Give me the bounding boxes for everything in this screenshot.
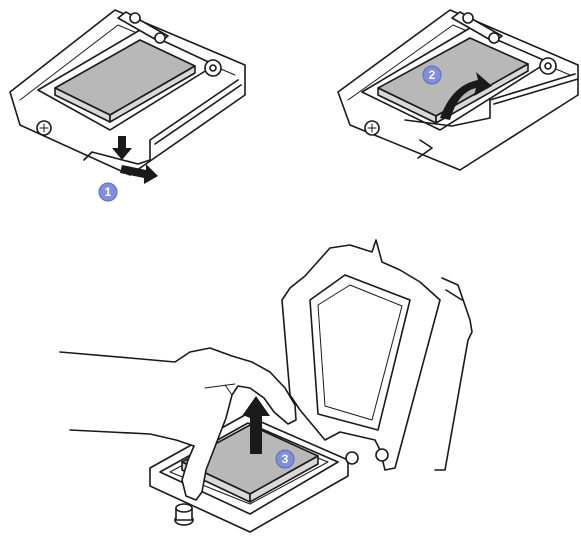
panel-step-1: 1: [10, 10, 245, 201]
step-1-badge: 1: [99, 183, 117, 201]
panel-step-2: 2: [338, 10, 578, 170]
panel-step-3: 3: [60, 240, 472, 532]
step-2-badge: 2: [423, 66, 441, 84]
svg-text:2: 2: [429, 68, 436, 82]
svg-text:1: 1: [105, 185, 112, 199]
step-3-badge: 3: [276, 450, 294, 468]
retention-frame: [282, 240, 440, 470]
svg-text:3: 3: [282, 452, 289, 466]
lever: [435, 278, 472, 470]
